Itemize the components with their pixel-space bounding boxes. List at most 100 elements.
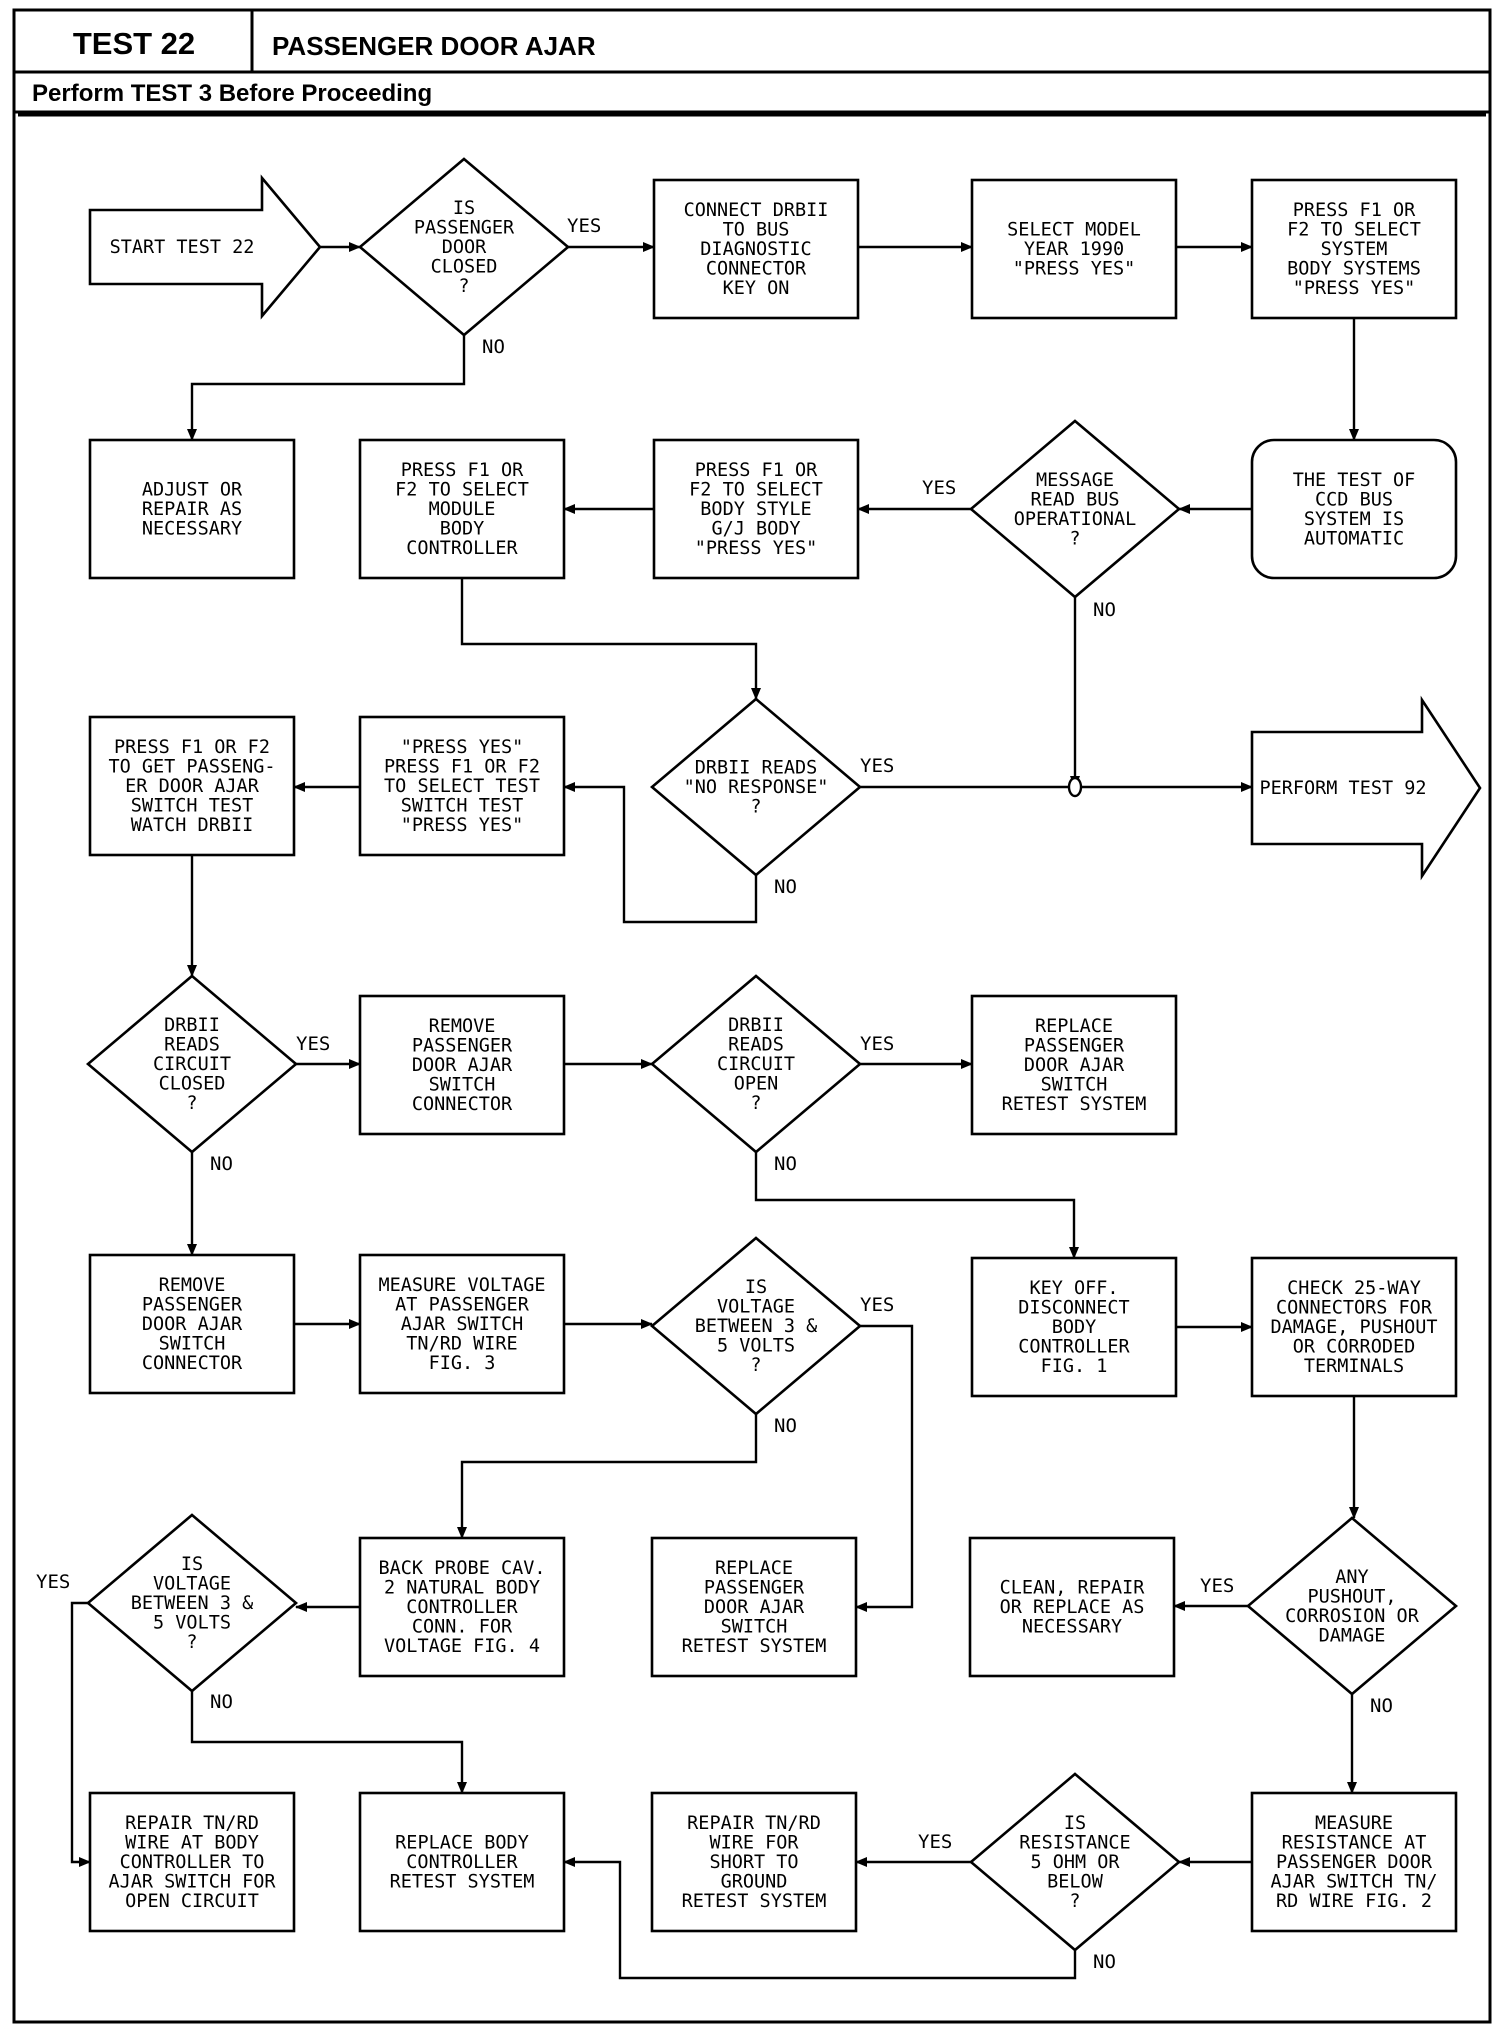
- node-text-line: CCD BUS: [1315, 489, 1393, 510]
- node-text-line: OPERATIONAL: [1014, 509, 1137, 530]
- node-text-line: PASSENGER DOOR: [1276, 1852, 1433, 1873]
- node-text-line: CONN. FOR: [412, 1617, 513, 1638]
- node-text-line: YEAR 1990: [1024, 239, 1124, 260]
- node-text-line: RETEST SYSTEM: [682, 1636, 827, 1657]
- flow-arrow: [457, 1414, 758, 1539]
- node-text-line: REMOVE: [429, 1016, 496, 1037]
- node-text-line: REPAIR TN/RD: [125, 1813, 259, 1834]
- node-text-line: READS: [728, 1035, 784, 1056]
- node-text-line: IS: [1064, 1813, 1086, 1834]
- node-text-line: PASSENGER: [414, 218, 515, 239]
- node-text-line: F2 TO SELECT: [1287, 220, 1421, 241]
- node-text-line: 5 VOLTS: [153, 1613, 231, 1634]
- node-text-line: RESISTANCE: [1019, 1833, 1130, 1854]
- node-text-line: OPEN CIRCUIT: [125, 1891, 259, 1912]
- node-text-line: MEASURE: [1315, 1813, 1393, 1834]
- node-text-line: DIAGNOSTIC: [700, 239, 811, 260]
- node-text-line: SWITCH: [721, 1617, 788, 1638]
- node-text-line: "NO RESPONSE": [684, 777, 829, 798]
- node-text-line: PASSENGER: [1024, 1036, 1125, 1057]
- node-text-line: BELOW: [1047, 1872, 1104, 1893]
- node-text-line: GROUND: [721, 1872, 788, 1893]
- prerequisite-note: Perform TEST 3 Before Proceeding: [32, 80, 432, 107]
- node-text-line: BACK PROBE CAV.: [378, 1558, 545, 1579]
- node-text-line: ?: [186, 1632, 197, 1653]
- node-text-line: BETWEEN 3 &: [131, 1593, 254, 1614]
- node-text-line: IS: [745, 1277, 767, 1298]
- node-text-line: CONNECTOR: [706, 259, 807, 280]
- edge-label-voltage-1-no: NO: [774, 1415, 797, 1437]
- node-text-line: VOLTAGE: [717, 1297, 795, 1318]
- page-frame: [12, 8, 1492, 2024]
- flow-arrow: [563, 782, 758, 924]
- edge-label-circuit-open-yes: YES: [860, 1033, 894, 1055]
- node-text-line: BODY STYLE: [700, 499, 811, 520]
- node-text-line: IS: [181, 1554, 203, 1575]
- node-text-line: SWITCH: [1041, 1075, 1108, 1096]
- node-text-line: ?: [750, 1093, 761, 1114]
- node-text-line: SELECT MODEL: [1007, 220, 1141, 241]
- node-text-line: "PRESS YES": [1293, 278, 1416, 299]
- node-text-line: FIG. 1: [1041, 1356, 1108, 1377]
- node-text-line: MEASURE VOLTAGE: [378, 1275, 545, 1296]
- flow-arrow: [563, 1857, 1077, 1980]
- node-text-line: ANY: [1335, 1567, 1368, 1588]
- edge-label-pushout-no: NO: [1370, 1695, 1393, 1717]
- node-back-probe: BACK PROBE CAV.2 NATURAL BODYCONTROLLERC…: [358, 1536, 566, 1678]
- node-text-line: READ BUS: [1030, 489, 1119, 510]
- node-text-line: SWITCH: [429, 1075, 496, 1096]
- node-text-line: KEY OFF.: [1029, 1278, 1118, 1299]
- node-text-line: SWITCH: [159, 1334, 226, 1355]
- node-text-line: PRESS F1 OR: [695, 460, 818, 481]
- node-text-line: WIRE AT BODY: [125, 1833, 259, 1854]
- node-text-line: DAMAGE: [1319, 1625, 1386, 1646]
- node-text-line: "PRESS YES": [401, 815, 524, 836]
- node-text-line: CLOSED: [159, 1074, 226, 1095]
- node-text-line: RD WIRE FIG. 2: [1276, 1891, 1432, 1912]
- node-text-line: SHORT TO: [709, 1852, 798, 1873]
- node-text-line: CHECK 25-WAY: [1287, 1278, 1421, 1299]
- node-start: START TEST 22: [88, 174, 322, 320]
- node-text-line: ?: [750, 1355, 761, 1376]
- node-text-line: CONNECTOR: [412, 1094, 513, 1115]
- node-text-line: PASSENGER: [142, 1295, 243, 1316]
- node-text-line: REPAIR AS: [142, 499, 242, 520]
- node-text-line: BODY: [440, 519, 485, 540]
- node-text-line: CONNECTOR: [142, 1353, 243, 1374]
- test-number: TEST 22: [73, 26, 195, 61]
- node-text-line: OPEN: [734, 1074, 779, 1095]
- node-text-line: 2 NATURAL BODY: [384, 1578, 540, 1599]
- node-text-line: CORROSION OR: [1285, 1606, 1420, 1627]
- edge-label-no-response-yes: YES: [860, 755, 894, 777]
- node-text-line: CONTROLLER: [406, 538, 518, 559]
- node-text-line: 5 VOLTS: [717, 1336, 795, 1357]
- node-text-line: PASSENGER: [704, 1578, 805, 1599]
- node-text-line: REPLACE BODY: [395, 1833, 529, 1854]
- node-text-line: DOOR AJAR: [704, 1597, 805, 1618]
- node-text-line: "PRESS YES": [401, 737, 524, 758]
- node-text-line: RETEST SYSTEM: [682, 1891, 827, 1912]
- node-text-line: TN/RD WIRE: [406, 1334, 517, 1355]
- node-text-line: CONTROLLER: [406, 1597, 518, 1618]
- node-text-line: "PRESS YES": [695, 538, 818, 559]
- node-text-line: RETEST SYSTEM: [390, 1872, 535, 1893]
- node-text-line: FIG. 3: [429, 1353, 496, 1374]
- node-text-line: ?: [1069, 1891, 1080, 1912]
- node-text-line: ?: [1069, 528, 1080, 549]
- node-text-line: READS: [164, 1035, 220, 1056]
- node-text-line: CLOSED: [431, 257, 498, 278]
